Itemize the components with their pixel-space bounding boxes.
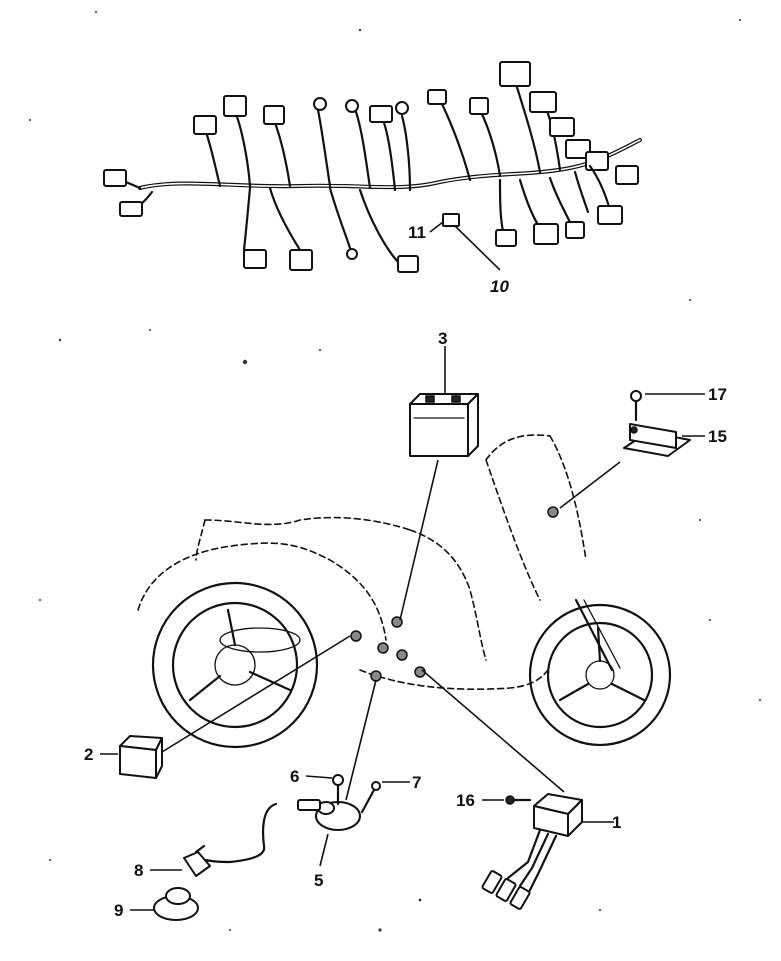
- callout-17: 17: [708, 385, 727, 404]
- callout-10: 10: [490, 277, 509, 296]
- callout-9: 9: [114, 901, 123, 920]
- callout-7: 7: [412, 773, 421, 792]
- scooter-outline: [137, 434, 672, 749]
- part-2-leader: [161, 635, 351, 753]
- part-8-plug-cap: [183, 844, 211, 877]
- battery: [409, 393, 479, 457]
- callout-11: 11: [408, 223, 426, 242]
- callout-2: 2: [84, 745, 93, 764]
- callout-5-line: [319, 833, 329, 867]
- part-2-relay: [119, 735, 163, 779]
- bracket-leader: [559, 461, 621, 509]
- callout-16: 16: [456, 791, 475, 810]
- callout-5: 5: [314, 871, 323, 890]
- callout-8: 8: [134, 861, 143, 880]
- relay-bracket: [623, 390, 691, 457]
- scan-noise: [29, 11, 761, 932]
- callout-11-line: [429, 221, 444, 233]
- part-9-boot: [153, 887, 199, 921]
- part-1-cdi: [481, 793, 583, 910]
- callout-15: 15: [708, 427, 727, 446]
- callout-3: 3: [438, 329, 447, 348]
- wiring-harness: [103, 61, 642, 273]
- callout-1: 1: [612, 813, 621, 832]
- part-5-coil: [204, 774, 381, 864]
- part-5-leader: [345, 679, 377, 801]
- part-16-bolt: [505, 795, 532, 805]
- battery-leader: [399, 459, 439, 621]
- callout-10-line: [454, 225, 501, 271]
- callout-6-line: [305, 775, 333, 779]
- callout-6: 6: [290, 767, 299, 786]
- part-1-leader: [421, 669, 565, 793]
